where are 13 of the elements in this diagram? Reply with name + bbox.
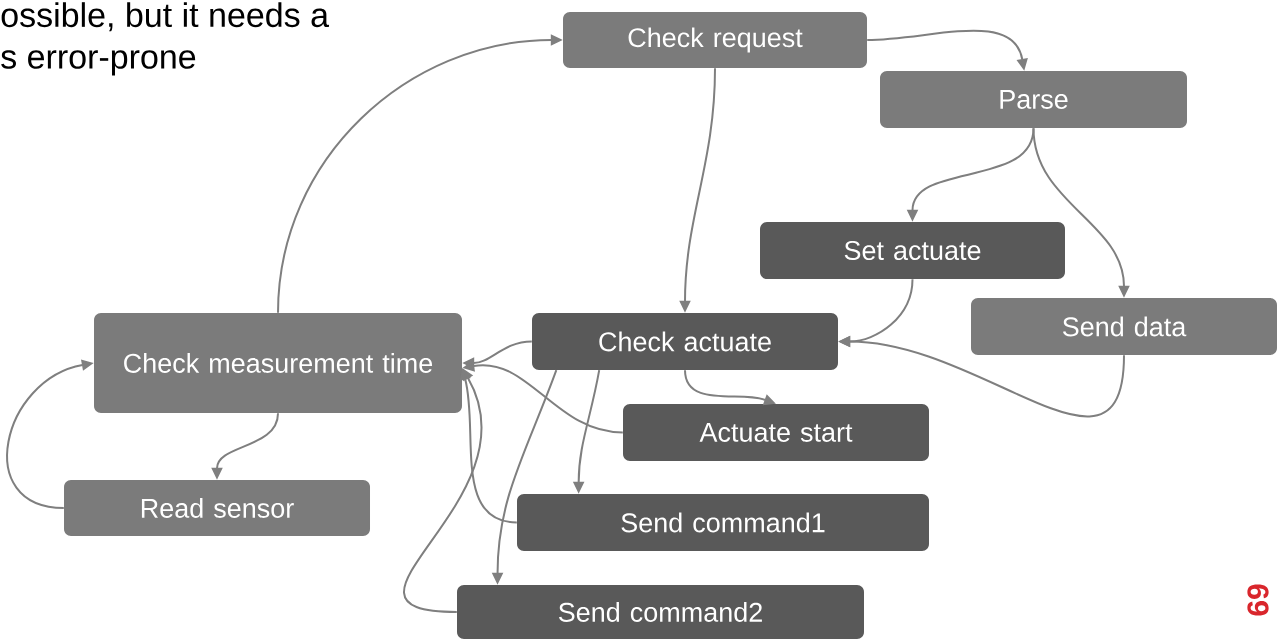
process-box: Check request <box>563 12 867 68</box>
process-box: Send command2 <box>457 585 864 639</box>
process-box: Send command1 <box>517 494 929 551</box>
process-box: Parse <box>880 71 1187 128</box>
process-box: Check measurement time <box>94 313 462 413</box>
process-box: Read sensor <box>64 480 370 536</box>
process-box: Check actuate <box>532 313 838 370</box>
process-box: Send data <box>971 298 1277 355</box>
page-number: 69 <box>1247 584 1269 616</box>
process-box: Actuate start <box>623 404 929 461</box>
process-box: Set actuate <box>760 222 1065 279</box>
heading-text: ossible, but it needs a <box>1 2 330 32</box>
heading-text: s error-prone <box>1 50 196 76</box>
